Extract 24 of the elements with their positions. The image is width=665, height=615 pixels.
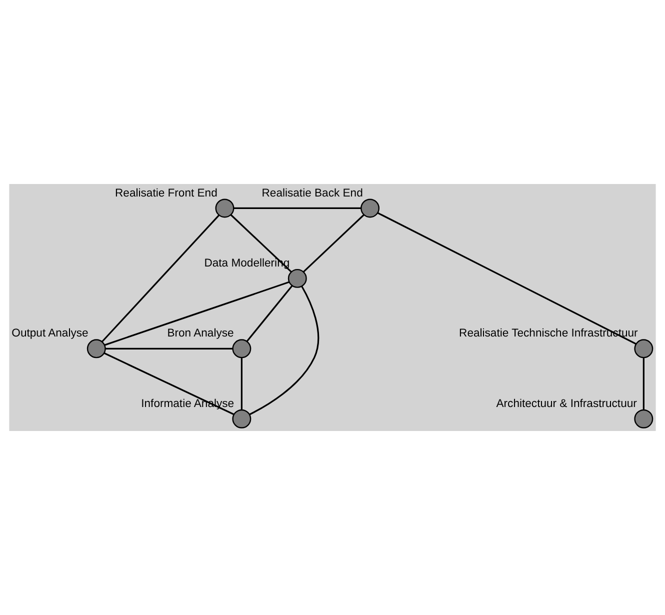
connector [377,212,636,345]
node-circle [360,198,380,218]
connector [249,286,320,416]
node-circle [288,268,307,288]
connector [104,281,290,346]
node-label: Bron Analyse [167,328,234,340]
connector [303,214,364,272]
connector [642,358,644,410]
node-label: Realisatie Front End [115,187,218,200]
node-label: Architectuur & Infrastructuur [496,398,637,410]
node-circle [232,339,252,358]
connector [234,207,361,210]
node-circle [86,339,106,358]
connector [246,285,293,342]
connector [102,214,220,342]
node-circle [215,198,234,218]
node-label: Output Analyse [12,328,88,340]
connector [240,358,242,410]
connector [104,352,234,416]
node-circle [634,409,654,428]
node-label: Realisatie Back End [262,187,363,200]
node-circle [232,409,252,428]
node-circle [634,339,654,358]
connector [105,348,233,350]
